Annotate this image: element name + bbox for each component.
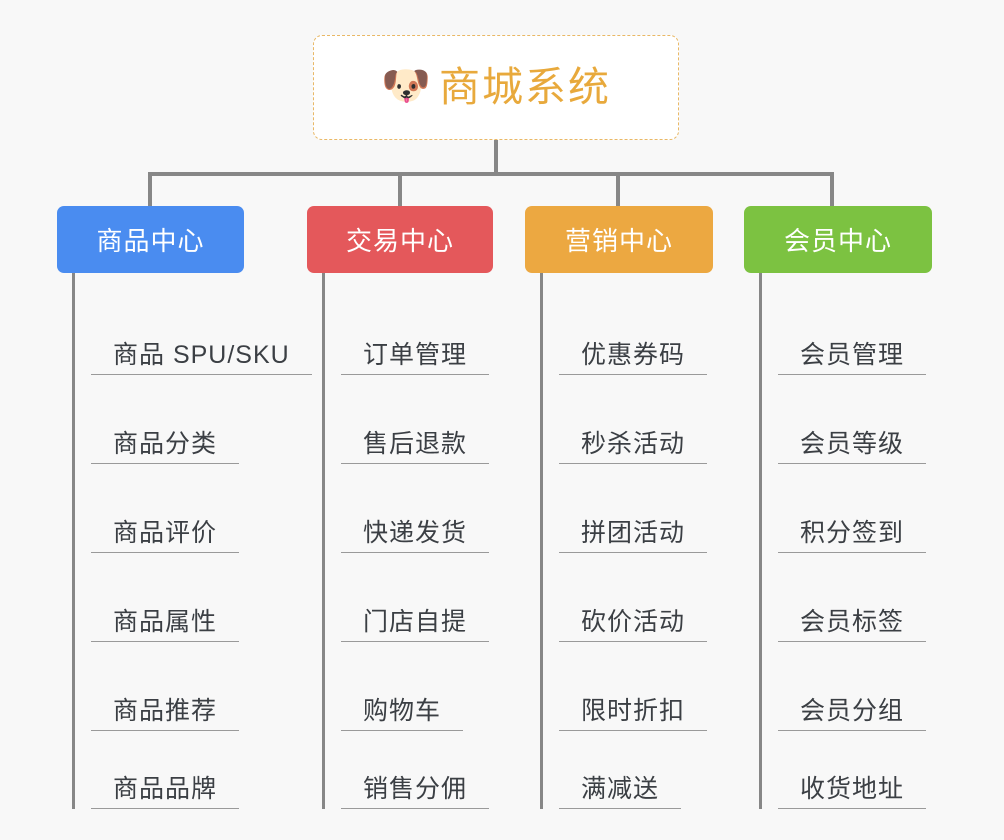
connector-drop-member-center (830, 172, 834, 208)
leaf-label: 商品属性 (91, 608, 240, 642)
leaf-label: 收货地址 (778, 775, 927, 809)
list-item[interactable]: 砍价活动 (559, 553, 725, 642)
leaf-label: 商品分类 (91, 430, 240, 464)
leaf-label: 快递发货 (341, 519, 490, 553)
list-item[interactable]: 收货地址 (778, 731, 944, 809)
connector-drop-marketing-center (616, 172, 620, 208)
category-header-marketing-center[interactable]: 营销中心 (525, 206, 713, 273)
branch-marketing-center: 营销中心 优惠券码 秒杀活动 拼团活动 砍价活动 限时折扣 满减送 (525, 206, 725, 809)
connector-horizontal-bus (148, 172, 834, 176)
leaf-label: 会员管理 (778, 341, 927, 375)
connector-root-stem (494, 140, 498, 175)
list-item[interactable]: 积分签到 (778, 464, 944, 553)
leaf-list-marketing-center: 优惠券码 秒杀活动 拼团活动 砍价活动 限时折扣 满减送 (540, 273, 725, 809)
leaf-label: 商品 SPU/SKU (91, 341, 312, 375)
list-item[interactable]: 会员标签 (778, 553, 944, 642)
branch-trade-center: 交易中心 订单管理 售后退款 快递发货 门店自提 购物车 销售分佣 (307, 206, 507, 809)
list-item[interactable]: 售后退款 (341, 375, 507, 464)
leaf-list-product-center: 商品 SPU/SKU 商品分类 商品评价 商品属性 商品推荐 商品品牌 (72, 273, 312, 809)
leaf-label: 商品品牌 (91, 775, 240, 809)
leaf-label: 售后退款 (341, 430, 490, 464)
leaf-label: 商品评价 (91, 519, 240, 553)
list-item[interactable]: 商品属性 (91, 553, 287, 642)
leaf-list-trade-center: 订单管理 售后退款 快递发货 门店自提 购物车 销售分佣 (322, 273, 507, 809)
leaf-label: 会员等级 (778, 430, 927, 464)
root-title: 商城系统 (439, 64, 611, 110)
leaf-label: 购物车 (341, 697, 464, 731)
leaf-label: 门店自提 (341, 608, 490, 642)
list-item[interactable]: 会员管理 (778, 286, 944, 375)
list-item[interactable]: 秒杀活动 (559, 375, 725, 464)
connector-drop-product-center (148, 172, 152, 208)
list-item[interactable]: 销售分佣 (341, 731, 507, 809)
list-item[interactable]: 商品 SPU/SKU (91, 286, 312, 375)
list-item[interactable]: 会员等级 (778, 375, 944, 464)
leaf-label: 订单管理 (341, 341, 490, 375)
shiba-dog-face-icon: 🐶 (381, 63, 431, 108)
list-item[interactable]: 满减送 (559, 731, 725, 809)
category-header-trade-center[interactable]: 交易中心 (307, 206, 493, 273)
category-header-member-center[interactable]: 会员中心 (744, 206, 932, 273)
leaf-label: 优惠券码 (559, 341, 708, 375)
leaf-label: 积分签到 (778, 519, 927, 553)
list-item[interactable]: 拼团活动 (559, 464, 725, 553)
list-item[interactable]: 门店自提 (341, 553, 507, 642)
list-item[interactable]: 商品品牌 (91, 731, 287, 809)
leaf-label: 会员分组 (778, 697, 927, 731)
leaf-label: 满减送 (559, 775, 682, 809)
list-item[interactable]: 商品推荐 (91, 642, 287, 731)
branch-product-center: 商品中心 商品 SPU/SKU 商品分类 商品评价 商品属性 商品推荐 商品品牌 (57, 206, 312, 809)
leaf-label: 限时折扣 (559, 697, 708, 731)
leaf-label: 商品推荐 (91, 697, 240, 731)
root-node[interactable]: 🐶 商城系统 (313, 35, 679, 140)
list-item[interactable]: 商品评价 (91, 464, 287, 553)
leaf-label: 拼团活动 (559, 519, 708, 553)
leaf-label: 秒杀活动 (559, 430, 708, 464)
leaf-list-member-center: 会员管理 会员等级 积分签到 会员标签 会员分组 收货地址 (759, 273, 944, 809)
list-item[interactable]: 商品分类 (91, 375, 287, 464)
leaf-label: 会员标签 (778, 608, 927, 642)
list-item[interactable]: 快递发货 (341, 464, 507, 553)
list-item[interactable]: 会员分组 (778, 642, 944, 731)
leaf-label: 砍价活动 (559, 608, 708, 642)
list-item[interactable]: 优惠券码 (559, 286, 725, 375)
branch-member-center: 会员中心 会员管理 会员等级 积分签到 会员标签 会员分组 收货地址 (744, 206, 944, 809)
leaf-label: 销售分佣 (341, 775, 490, 809)
list-item[interactable]: 订单管理 (341, 286, 507, 375)
category-header-product-center[interactable]: 商品中心 (57, 206, 244, 273)
connector-drop-trade-center (398, 172, 402, 208)
list-item[interactable]: 购物车 (341, 642, 507, 731)
list-item[interactable]: 限时折扣 (559, 642, 725, 731)
